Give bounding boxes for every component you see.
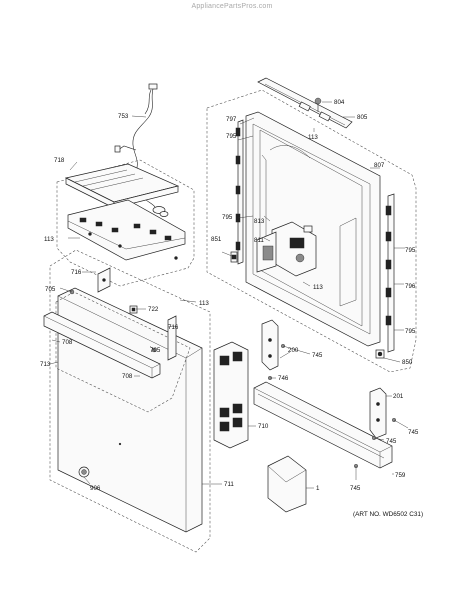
wire-harness-part[interactable] (114, 83, 169, 217)
callout-805[interactable]: 805 (357, 114, 368, 121)
callout-718[interactable]: 718 (54, 157, 65, 164)
callout-745-d[interactable]: 745 (350, 485, 361, 492)
callout-807[interactable]: 807 (374, 162, 385, 169)
callout-759[interactable]: 759 (395, 472, 406, 479)
callout-906[interactable]: 906 (90, 485, 101, 492)
callout-745-a[interactable]: 745 (312, 352, 323, 359)
callout-797[interactable]: 797 (226, 116, 237, 123)
leader-lines (49, 101, 409, 489)
screw-part[interactable] (314, 97, 322, 112)
right-door-strip[interactable] (385, 193, 395, 353)
bracket-851[interactable] (230, 251, 238, 263)
dispenser-part[interactable] (256, 221, 317, 277)
callout-113-c[interactable]: 113 (313, 284, 323, 291)
callout-796[interactable]: 796 (405, 283, 416, 290)
bracket-716-right[interactable] (167, 315, 177, 361)
callout-851[interactable]: 851 (211, 236, 222, 243)
art-number: (ART NO. WD6502 C31) (353, 511, 424, 518)
trim-bar-759[interactable] (253, 381, 393, 469)
vent-plate-710[interactable] (213, 341, 249, 449)
callout-746[interactable]: 746 (278, 375, 289, 382)
callout-795-a[interactable]: 795 (226, 133, 237, 140)
callout-201[interactable]: 201 (393, 393, 404, 400)
callout-713[interactable]: 713 (40, 361, 51, 368)
callout-795-c[interactable]: 795 (405, 247, 416, 254)
manual-envelope[interactable] (267, 455, 307, 513)
inner-door-liner-assembly[interactable] (206, 89, 417, 373)
bracket-201[interactable] (369, 387, 387, 439)
callout-722[interactable]: 722 (148, 306, 159, 313)
callout-795-d[interactable]: 795 (405, 328, 416, 335)
clip-850[interactable] (375, 349, 385, 359)
door-handle[interactable] (43, 311, 161, 379)
callout-708-b[interactable]: 708 (122, 373, 133, 380)
bracket-716-left[interactable] (97, 267, 111, 293)
callout-200[interactable]: 200 (288, 347, 299, 354)
vent-part[interactable] (257, 77, 353, 129)
callout-745-b[interactable]: 745 (408, 429, 419, 436)
callout-708-a[interactable]: 708 (62, 339, 73, 346)
clip-722[interactable] (129, 305, 138, 314)
callout-850[interactable]: 850 (402, 359, 413, 366)
callout-811[interactable]: 811 (254, 237, 264, 244)
callout-113-b[interactable]: 113 (44, 236, 54, 243)
callout-705-a[interactable]: 705 (45, 286, 56, 293)
outer-door-panel[interactable] (49, 249, 211, 553)
callout-745-c[interactable]: 745 (386, 438, 397, 445)
bracket-200[interactable] (261, 319, 279, 371)
callout-113-a[interactable]: 113 (308, 134, 318, 141)
control-panel-assembly[interactable] (56, 159, 195, 287)
callout-813[interactable]: 813 (254, 218, 265, 225)
callout-753[interactable]: 753 (118, 113, 129, 120)
callout-716-b[interactable]: 716 (168, 324, 179, 331)
watermark-text: AppliancePartsPros.com (191, 3, 273, 10)
callout-710[interactable]: 710 (258, 423, 269, 430)
callout-716-a[interactable]: 716 (71, 269, 82, 276)
handle-recess-area[interactable] (55, 291, 191, 413)
callout-113-d[interactable]: 113 (199, 300, 209, 307)
callout-795-b[interactable]: 795 (222, 214, 233, 221)
callout-labels: 753 804 805 113 797 795 718 807 795 813 … (40, 99, 419, 492)
left-door-strip[interactable] (235, 119, 244, 265)
callout-1[interactable]: 1 (316, 485, 320, 492)
callout-804[interactable]: 804 (334, 99, 345, 106)
callout-705-b[interactable]: 705 (150, 347, 161, 354)
callout-711[interactable]: 711 (224, 481, 234, 488)
